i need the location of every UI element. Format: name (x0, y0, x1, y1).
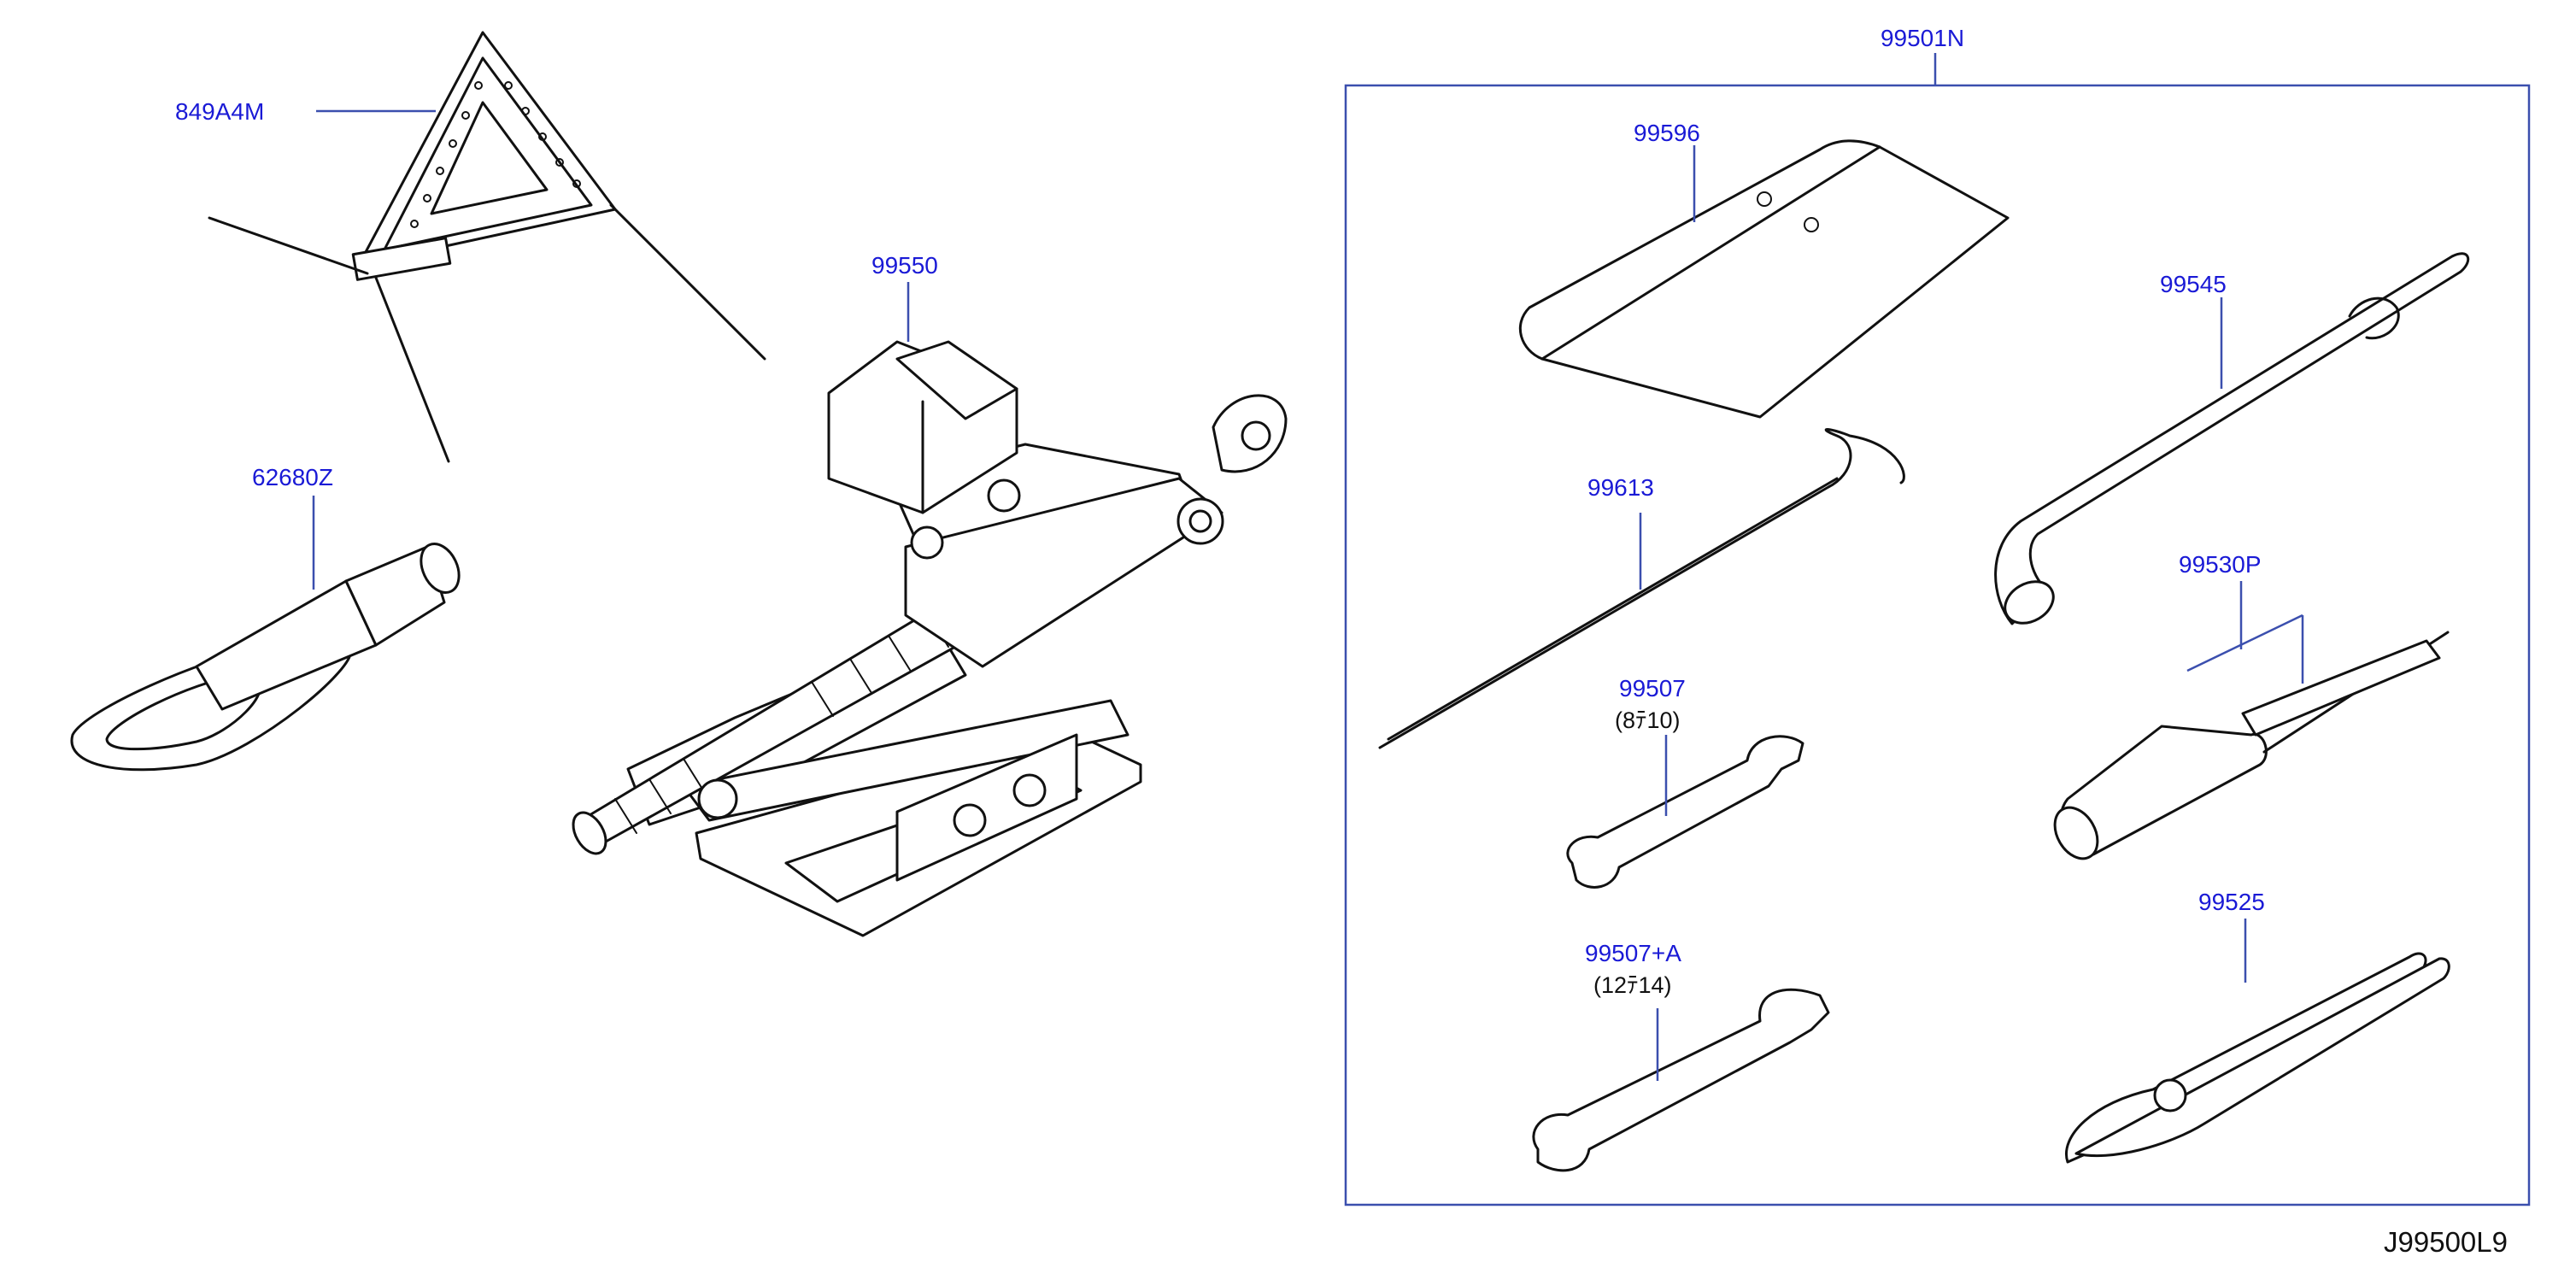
label-99596[interactable]: 99596 (1634, 120, 1700, 146)
screwdriver-drawing (2053, 613, 2450, 860)
wrench-large-drawing (1532, 988, 1830, 1172)
label-849A4M[interactable]: 849A4M (175, 98, 264, 125)
label-99507-size: (8ﾃ10) (1615, 707, 1681, 733)
diagram-code: J99500L9 (2384, 1226, 2508, 1258)
scissor-jack-drawing (572, 340, 1288, 937)
label-99545[interactable]: 99545 (2160, 271, 2227, 297)
label-99501N[interactable]: 99501N (1881, 25, 1964, 51)
wrench-small-drawing (1566, 735, 1804, 889)
pliers-drawing (2065, 952, 2450, 1164)
tool-bag-drawing (1518, 139, 2010, 419)
tow-hook-drawing (70, 543, 461, 772)
jack-handle-drawing (1378, 428, 1905, 749)
label-99507-A[interactable]: 99507+A (1585, 940, 1681, 966)
label-99507[interactable]: 99507 (1619, 675, 1686, 702)
label-62680Z[interactable]: 62680Z (252, 464, 333, 490)
label-99530P[interactable]: 99530P (2179, 551, 2262, 578)
label-99550[interactable]: 99550 (871, 252, 938, 279)
wheel-wrench-drawing (1994, 252, 2470, 625)
warning-triangle-drawing (208, 31, 766, 463)
label-99507-A-size: (12ﾃ14) (1593, 972, 1672, 998)
tool-set-frame (1344, 84, 2531, 1206)
label-99613[interactable]: 99613 (1587, 474, 1654, 501)
label-99525[interactable]: 99525 (2198, 889, 2265, 915)
